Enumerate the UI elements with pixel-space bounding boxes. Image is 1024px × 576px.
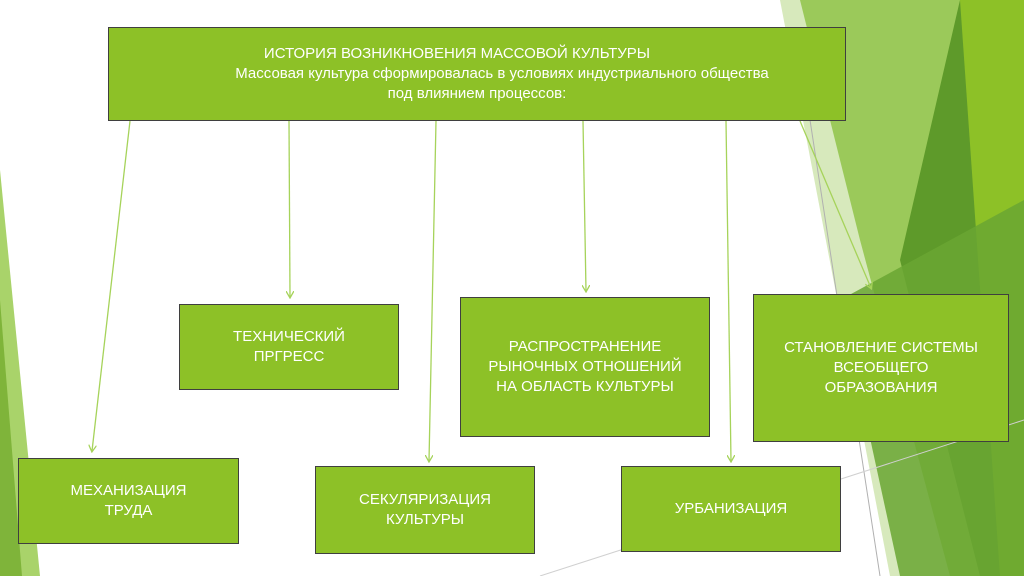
urbanization-line-1: УРБАНИЗАЦИЯ [674, 500, 788, 517]
education-line-1: СТАНОВЛЕНИЕ СИСТЕМЫ [784, 339, 978, 356]
arrow-to-urbanization [725, 120, 731, 461]
title-heading: ИСТОРИЯ ВОЗНИКНОВЕНИЯ МАССОВОЙ КУЛЬТУРЫ [263, 45, 651, 62]
title-line-2: Массовая культура сформировалась в услов… [235, 65, 769, 82]
arrow-to-market [583, 120, 586, 291]
tech-progress-line-1: ТЕХНИЧЕСКИЙ [233, 328, 345, 345]
tech-progress-box: ТЕХНИЧЕСКИЙ ПРГРЕСС [179, 304, 399, 390]
left-decor-band [0, 300, 22, 576]
education-line-2: ВСЕОБЩЕГО [833, 359, 929, 376]
arrow-to-secularization [429, 120, 437, 461]
secularization-box: СЕКУЛЯРИЗАЦИЯ КУЛЬТУРЫ [315, 466, 535, 554]
mechanization-line-1: МЕХАНИЗАЦИЯ [70, 482, 187, 499]
urbanization-box: УРБАНИЗАЦИЯ [621, 466, 841, 552]
tech-progress-line-2: ПРГРЕСС [253, 348, 325, 365]
market-relations-box: РАСПРОСТРАНЕНИЕ РЫНОЧНЫХ ОТНОШЕНИЙ НА ОБ… [460, 297, 710, 437]
market-line-1: РАСПРОСТРАНЕНИЕ [508, 338, 662, 355]
secularization-line-1: СЕКУЛЯРИЗАЦИЯ [358, 491, 491, 508]
education-box: СТАНОВЛЕНИЕ СИСТЕМЫ ВСЕОБЩЕГО ОБРАЗОВАНИ… [753, 294, 1009, 442]
education-line-3: ОБРАЗОВАНИЯ [824, 379, 938, 396]
title-line-3: под влиянием процессов: [387, 85, 567, 102]
arrow-to-tech-progress [289, 120, 290, 297]
market-line-2: РЫНОЧНЫХ ОТНОШЕНИЙ [488, 358, 682, 375]
mechanization-line-2: ТРУДА [104, 502, 153, 519]
title-box: ИСТОРИЯ ВОЗНИКНОВЕНИЯ МАССОВОЙ КУЛЬТУРЫ … [108, 27, 846, 121]
secularization-line-2: КУЛЬТУРЫ [385, 511, 465, 528]
market-line-3: НА ОБЛАСТЬ КУЛЬТУРЫ [496, 378, 674, 395]
arrow-to-mechanization [92, 120, 131, 451]
arrow-to-education [799, 120, 871, 288]
mechanization-box: МЕХАНИЗАЦИЯ ТРУДА [18, 458, 239, 544]
